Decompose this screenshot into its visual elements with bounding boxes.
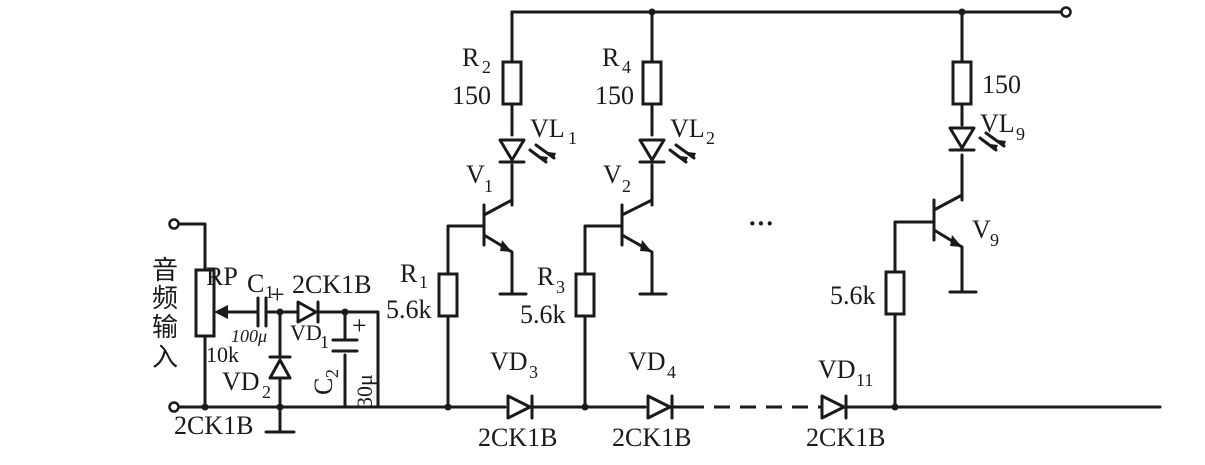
vd1-subscript: 1	[320, 332, 329, 352]
r4-label: R	[602, 43, 620, 72]
r-base-9-value: 5.6k	[830, 281, 876, 310]
v9-subscript: 9	[990, 230, 999, 250]
supply-terminal	[1060, 6, 1072, 18]
r-top-9-value: 150	[982, 70, 1021, 99]
vd11-label: VD	[818, 355, 856, 384]
c2-plus: +	[352, 311, 367, 340]
c1-plus: +	[270, 280, 285, 309]
vd3-part-label: 2CK1B	[478, 423, 557, 452]
r2-subscript: 2	[482, 57, 491, 77]
vd1-diode	[296, 300, 320, 324]
r1-resistor	[437, 272, 459, 318]
input-terminal-bottom	[168, 401, 180, 413]
rp-potentiometer	[194, 268, 216, 338]
vl1-led	[498, 138, 556, 164]
r1-value: 5.6k	[386, 295, 432, 324]
r3-subscript: 3	[556, 277, 565, 297]
vd4-subscript: 4	[667, 362, 676, 382]
input-label-3: 输	[152, 313, 178, 343]
c2-value: 30μ	[352, 374, 377, 408]
vd4-label: VD	[628, 347, 666, 376]
v2-emitter-arrow	[640, 240, 652, 252]
c1-value: 100μ	[231, 326, 267, 346]
vd4-part-label: 2CK1B	[612, 423, 691, 452]
vl1-label: VL	[530, 114, 565, 143]
vd2-subscript: 2	[262, 382, 271, 402]
v1-label: V	[466, 160, 485, 189]
vd2-part-label: 2CK1B	[174, 411, 253, 440]
c2-subscript: 2	[322, 369, 342, 378]
junction-dots	[201, 8, 966, 411]
r-top-9-resistor	[951, 60, 973, 106]
c1-subscript: 1	[265, 282, 274, 302]
wiring	[176, 10, 1162, 434]
vl1-subscript: 1	[568, 128, 577, 148]
r4-resistor	[641, 60, 663, 106]
vd1-label: VD	[290, 320, 322, 345]
vd2-label: VD	[222, 367, 260, 396]
r2-value: 150	[452, 81, 491, 110]
r3-value: 5.6k	[520, 300, 566, 329]
v9-label: V	[972, 215, 991, 244]
input-label-2: 频	[152, 284, 178, 314]
input-label-1: 音	[152, 256, 178, 286]
v2-label: V	[603, 160, 622, 189]
ellipsis-dots: ···	[748, 209, 774, 238]
vd11-subscript: 11	[856, 370, 873, 390]
rp-wiper-arrow	[214, 305, 228, 319]
vd1-part-label: 2CK1B	[292, 270, 371, 299]
input-label-4: 入	[152, 343, 178, 373]
vd11-diode	[820, 394, 848, 420]
vl9-label: VL	[980, 109, 1015, 138]
v2-subscript: 2	[622, 176, 631, 196]
v1-subscript: 1	[484, 176, 493, 196]
r1-label: R	[400, 259, 418, 288]
r1-subscript: 1	[419, 272, 428, 292]
c1-capacitor	[256, 296, 268, 328]
r4-subscript: 4	[622, 57, 631, 77]
vd3-subscript: 3	[529, 362, 538, 382]
vl2-subscript: 2	[706, 128, 715, 148]
vd3-diode	[506, 394, 534, 420]
vd2-diode	[268, 355, 292, 380]
vl9-led	[948, 126, 1006, 152]
input-terminal-top	[168, 218, 180, 230]
vd4-diode	[646, 394, 674, 420]
v9-emitter-arrow	[950, 235, 962, 247]
c1-label: C	[247, 269, 264, 298]
r4-value: 150	[595, 81, 634, 110]
rp-value: 10k	[206, 342, 239, 367]
v1-emitter-arrow	[500, 240, 512, 252]
vd3-label: VD	[490, 347, 528, 376]
r3-label: R	[537, 262, 555, 291]
rp-label: RP	[206, 262, 238, 291]
vl2-led	[638, 138, 696, 164]
c2-label: C	[309, 378, 338, 395]
vd11-part-label: 2CK1B	[806, 423, 885, 452]
r2-label: R	[462, 43, 480, 72]
vl2-label: VL	[670, 114, 705, 143]
r3-resistor	[574, 272, 596, 318]
r-base-9-resistor	[884, 270, 906, 316]
c2-capacitor	[331, 338, 359, 353]
vl9-subscript: 9	[1016, 124, 1025, 144]
r2-resistor	[501, 60, 523, 106]
